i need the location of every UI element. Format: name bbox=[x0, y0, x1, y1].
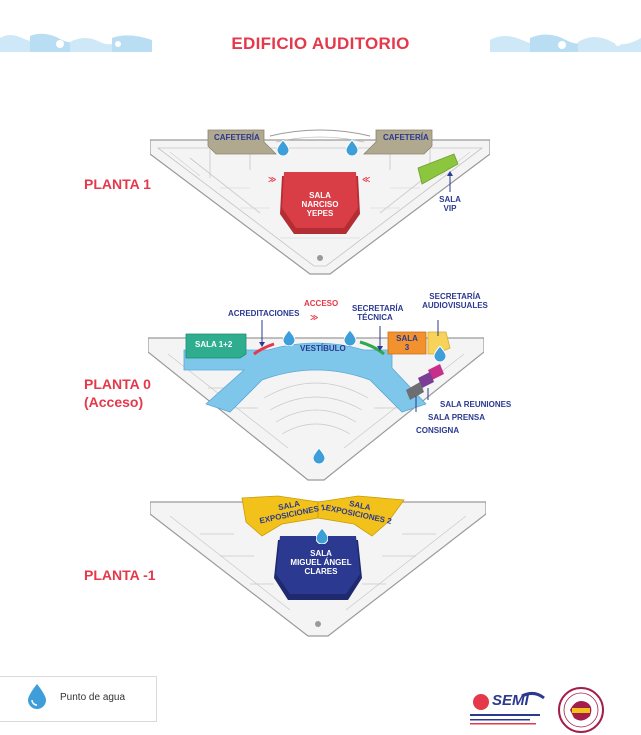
header-decoration-left bbox=[0, 33, 152, 52]
label-sala-3: SALA 3 bbox=[396, 334, 418, 352]
floor-plan-planta-m1 bbox=[150, 495, 486, 637]
water-drop-icon bbox=[344, 330, 356, 346]
sala-miguel-angel-clares-shape bbox=[276, 536, 360, 594]
consigna-shape bbox=[406, 382, 424, 400]
label-sala-narciso-yepes: SALA NARCISO YEPES bbox=[301, 191, 339, 218]
label-sala-1-2: SALA 1+2 bbox=[195, 340, 233, 349]
semi-logo-text: SEMI bbox=[492, 692, 529, 709]
cafeteria-left-shape bbox=[207, 129, 277, 155]
water-drop-icon bbox=[283, 330, 295, 346]
semi-logo: SEMI bbox=[470, 688, 552, 730]
svg-text:≫: ≫ bbox=[310, 313, 318, 322]
floor-label-planta-m1: PLANTA -1 bbox=[84, 567, 156, 583]
sala-narciso-yepes-shape bbox=[282, 172, 358, 228]
label-sala-miguel-angel-clares: SALA MIGUEL ÁNGEL CLARES bbox=[290, 549, 352, 576]
vestibulo-shape bbox=[183, 342, 427, 413]
floor-label-planta-0: PLANTA 0 (Acceso) bbox=[84, 376, 151, 410]
sala-prensa-shape bbox=[418, 372, 434, 388]
legend-water-point-label: Punto de agua bbox=[60, 692, 126, 703]
label-consigna: CONSIGNA bbox=[416, 426, 460, 435]
seal-logo bbox=[558, 687, 604, 733]
floor-plan-planta-0 bbox=[148, 331, 484, 481]
sala-reuniones-shape bbox=[428, 364, 444, 380]
label-acceso: ACCESO bbox=[304, 299, 339, 308]
label-sala-vip: SALA VIP bbox=[439, 195, 461, 213]
sala-1-2-shape bbox=[185, 333, 247, 359]
water-drop-icon bbox=[28, 684, 46, 709]
sala-exposiciones-2-shape bbox=[317, 495, 405, 537]
label-cafeteria-left: CAFETERÍA bbox=[214, 133, 260, 142]
label-vestibulo: VESTÍBULO bbox=[300, 344, 346, 353]
floor-plan-planta-1: ≫ ≪ bbox=[150, 129, 490, 275]
water-drop-icon bbox=[277, 140, 289, 156]
pointer-lines-planta-0: ≫ bbox=[259, 313, 439, 412]
water-drop-icon bbox=[316, 528, 328, 544]
legend-box bbox=[0, 676, 157, 722]
header-decoration-right bbox=[490, 34, 641, 52]
label-sala-prensa: SALA PRENSA bbox=[428, 413, 486, 422]
label-cafeteria-right: CAFETERÍA bbox=[383, 133, 429, 142]
page-title: EDIFICIO AUDITORIO bbox=[231, 34, 410, 53]
label-acreditaciones: ACREDITACIONES bbox=[228, 309, 300, 318]
sala-vip-shape bbox=[417, 153, 459, 185]
svg-text:≪: ≪ bbox=[362, 175, 370, 184]
label-sala-reuniones: SALA REUNIONES bbox=[440, 400, 512, 409]
cafeteria-right-shape bbox=[363, 129, 433, 155]
sala-exposiciones-1-shape bbox=[241, 495, 319, 537]
sala-3-shape bbox=[387, 331, 427, 355]
water-drop-icon bbox=[434, 346, 446, 362]
svg-text:≫: ≫ bbox=[268, 175, 276, 184]
floor-label-planta-1: PLANTA 1 bbox=[84, 176, 151, 192]
water-drop-icon bbox=[346, 140, 358, 156]
label-secretaria-audiovisuales: SECRETARÍA AUDIOVISUALES bbox=[422, 292, 488, 310]
water-drop-icon bbox=[313, 448, 325, 464]
label-secretaria-tecnica: SECRETARÍA TÉCNICA bbox=[352, 304, 404, 322]
